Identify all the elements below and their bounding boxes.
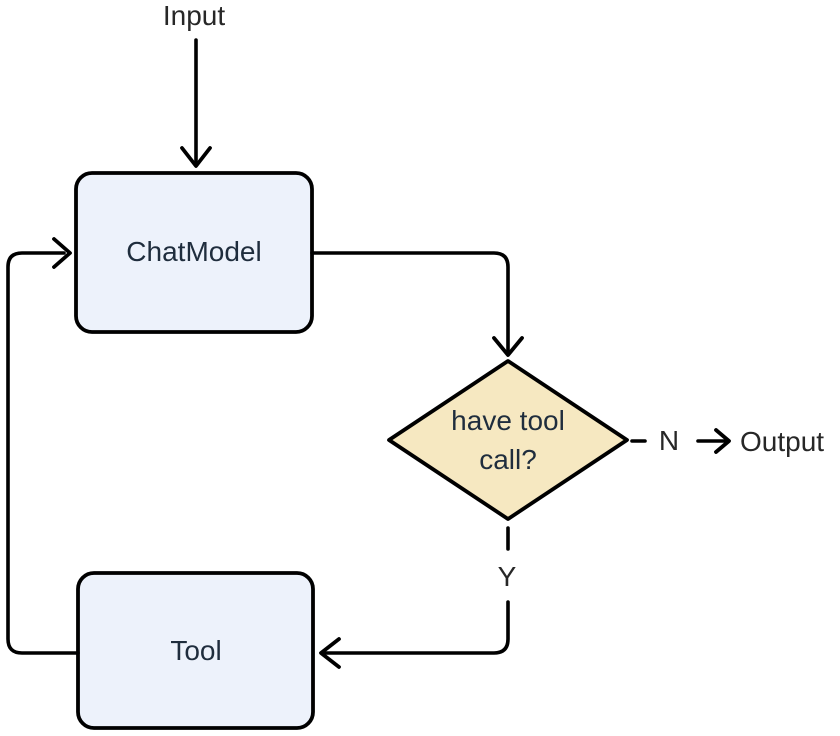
decision-node-label-line1: have tool — [451, 405, 565, 436]
input-node-label: Input — [163, 0, 225, 31]
edge-yes-to-tool — [323, 600, 510, 655]
edge-tool-to-chatmodel — [6, 251, 80, 655]
decision-node — [387, 359, 629, 521]
chatmodel-node-label: ChatModel — [126, 236, 261, 267]
decision-node-label-line2: call? — [479, 444, 537, 475]
arrowhead-down-icon — [180, 146, 212, 168]
arrowhead-left-icon — [319, 637, 341, 669]
output-node-label: Output — [740, 426, 824, 457]
arrowhead-right-icon — [52, 237, 72, 269]
tool-node-label: Tool — [170, 635, 221, 666]
tool-node — [76, 571, 315, 730]
arrowhead-right-icon — [714, 428, 731, 454]
yes-branch-label: Y — [498, 561, 517, 592]
arrowhead-down-icon — [492, 336, 524, 357]
no-branch-label: N — [659, 425, 679, 456]
edge-chatmodel-to-decision — [310, 251, 510, 353]
